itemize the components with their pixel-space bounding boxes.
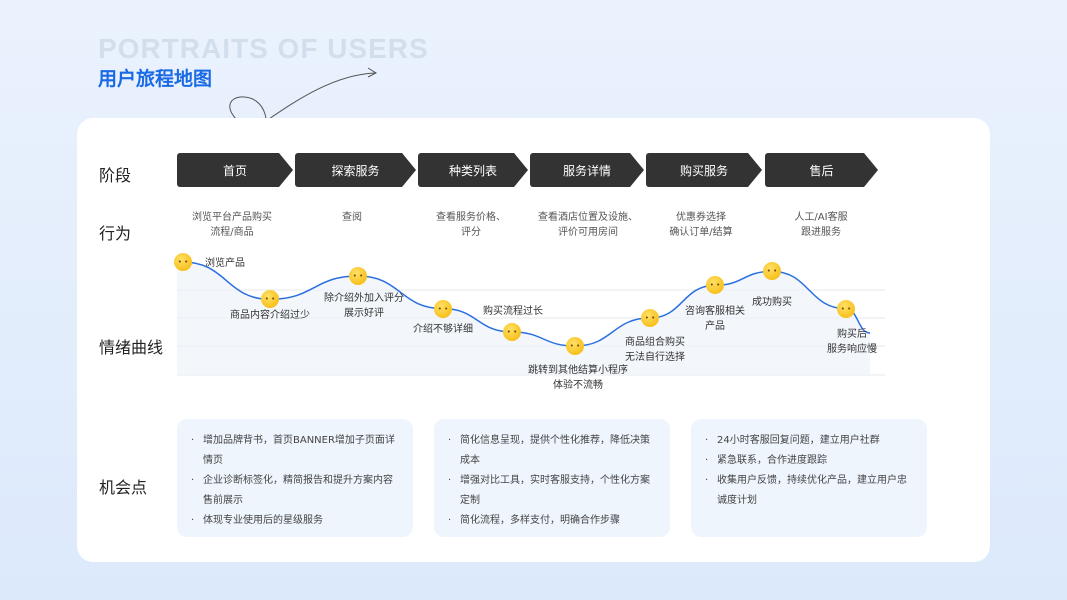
behavior-line: 跟进服务 <box>800 227 841 238</box>
curve-line <box>182 261 871 347</box>
opportunity-box: 增加品牌背书，首页BANNER增加子页面详情页企业诊断标签化，精简报告和提升方案… <box>177 419 413 537</box>
halo-emoji-icon: • • <box>434 299 452 318</box>
emotion-label-line: 展示好评 <box>344 308 384 319</box>
behavior-text: 查看酒店位置及设施、评价可用房间 <box>538 210 638 240</box>
row-label-emotion: 情绪曲线 <box>99 338 164 357</box>
behavior-line: 评价可用房间 <box>558 227 618 238</box>
stage-3: 种类列表 <box>418 153 528 187</box>
opportunity-item: 增加品牌背书，首页BANNER增加子页面详情页 <box>191 431 399 471</box>
grin-sweat-emoji-icon: • • <box>349 267 367 285</box>
behavior-line: 浏览平台产品购买 <box>192 212 272 223</box>
row-label-opportunity: 机会点 <box>99 478 148 497</box>
heart-eyes-emoji-icon: • • <box>763 262 781 281</box>
behavior-text: 优惠券选择确认订单/结算 <box>669 210 732 240</box>
opportunity-item: 体现专业使用后的星级服务 <box>191 511 399 531</box>
emotion-label: 商品组合购买无法自行选择 <box>625 335 685 365</box>
emotion-label-line: 介绍不够详细 <box>413 324 473 335</box>
behavior-text: 浏览平台产品购买流程/商品 <box>192 210 272 240</box>
emotion-label-line: 体验不流畅 <box>553 380 603 391</box>
emotion-label: 购买后服务响应慢 <box>827 327 877 357</box>
kiss-emoji-icon: • • <box>174 253 192 271</box>
opportunity-box: 24小时客服回复问题，建立用户社群紧急联系，合作进度跟踪收集用户反馈，持续优化产… <box>691 419 927 537</box>
behavior-line: 查阅 <box>342 212 362 223</box>
opportunity-item: 24小时客服回复问题，建立用户社群 <box>705 431 913 451</box>
emotion-label: 成功购买 <box>752 295 792 310</box>
emotion-label-line: 购买后 <box>837 329 867 340</box>
emotion-label-line: 商品组合购买 <box>625 337 685 348</box>
stage-4: 服务详情 <box>530 153 644 187</box>
emotion-label: 介绍不够详细 <box>413 322 473 337</box>
opportunity-item: 简化流程，多样支付，明确合作步骤 <box>448 511 656 531</box>
emotion-label-line: 浏览产品 <box>205 258 245 269</box>
opportunity-item: 紧急联系，合作进度跟踪 <box>705 451 913 471</box>
opportunity-box: 简化信息呈现，提供个性化推荐，降低决策成本增强对比工具，实时客服支持，个性化方案… <box>434 419 670 537</box>
thinking-emoji-icon: • • <box>566 337 584 355</box>
behavior-line: 评分 <box>461 227 481 238</box>
emotion-label-line: 跳转到其他结算小程序 <box>528 365 628 376</box>
money-emoji-icon: • • <box>706 276 724 295</box>
emotion-label: 浏览产品 <box>205 256 245 271</box>
opportunity-item: 收集用户反馈，持续优化产品，建立用户忠诚度计划 <box>705 471 913 511</box>
stage-1: 首页 <box>177 153 293 187</box>
behavior-text: 查阅 <box>342 210 362 225</box>
emotion-label-line: 商品内容介绍过少 <box>230 310 310 321</box>
emotion-label: 咨询客服相关产品 <box>685 304 745 334</box>
behavior-line: 查看酒店位置及设施、 <box>538 212 638 223</box>
stage-6: 售后 <box>765 153 878 187</box>
behavior-line: 流程/商品 <box>210 227 254 238</box>
opportunity-item: 简化信息呈现，提供个性化推荐，降低决策成本 <box>448 431 656 471</box>
emotion-label-line: 咨询客服相关 <box>685 306 745 317</box>
page-title: 用户旅程地图 <box>98 68 213 90</box>
emotion-label-line: 除介绍外加入评分 <box>324 293 404 304</box>
emotion-label-line: 产品 <box>705 321 725 332</box>
emotion-label: 除介绍外加入评分展示好评 <box>324 291 404 321</box>
stage-2: 探索服务 <box>295 153 416 187</box>
background-title: PORTRAITS OF USERS <box>98 33 429 64</box>
behavior-line: 确认订单/结算 <box>669 227 733 238</box>
emotion-label: 购买流程过长 <box>483 304 543 319</box>
behavior-line: 查看服务价格、 <box>436 212 506 223</box>
sad-emoji-icon: • • <box>261 290 279 309</box>
emotion-label-line: 购买流程过长 <box>483 306 543 317</box>
opportunity-item: 企业诊断标签化，精简报告和提升方案内容售前展示 <box>191 471 399 511</box>
row-label-behavior: 行为 <box>99 224 132 243</box>
emotion-label: 商品内容介绍过少 <box>230 308 310 323</box>
emotion-label: 跳转到其他结算小程序体验不流畅 <box>528 363 628 393</box>
stage-5: 购买服务 <box>646 153 762 187</box>
emotion-label-line: 无法自行选择 <box>625 352 685 363</box>
behavior-line: 人工/AI客服 <box>794 212 848 223</box>
opportunity-item: 增强对比工具，实时客服支持，个性化方案定制 <box>448 471 656 511</box>
emotion-label-line: 服务响应慢 <box>827 344 877 355</box>
monocle-emoji-icon: • • <box>503 323 521 341</box>
behavior-text: 查看服务价格、评分 <box>436 210 506 240</box>
eye-roll-emoji-icon: • • <box>837 299 855 318</box>
behavior-line: 优惠券选择 <box>676 212 726 223</box>
row-label-stage: 阶段 <box>99 166 132 185</box>
sleepy-emoji-icon: • • <box>641 309 659 327</box>
behavior-text: 人工/AI客服跟进服务 <box>794 210 847 240</box>
emotion-label-line: 成功购买 <box>752 297 792 308</box>
